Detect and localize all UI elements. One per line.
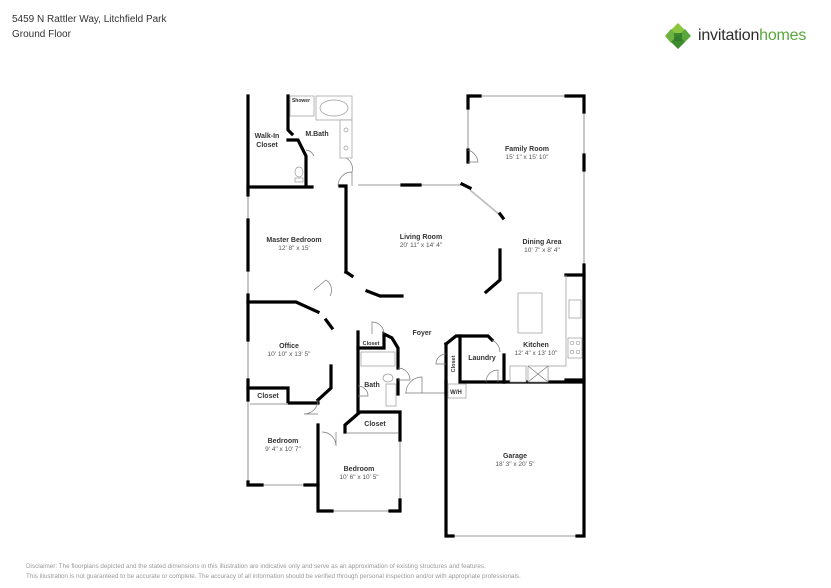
label-family-room: Family Room (505, 146, 549, 153)
label-walk-in-closet-1: Walk-In (255, 133, 280, 140)
label-foyer: Foyer (412, 330, 431, 337)
dims-bedroom1: 9' 4" x 10' 7" (265, 446, 301, 453)
room-labels: Family Room 15' 1" x 15' 10" Living Room… (255, 98, 562, 481)
disclaimer-line-2: This illustration is not guaranteed to b… (26, 573, 521, 580)
floor-name: Ground Floor (12, 29, 71, 40)
label-master-bedroom: Master Bedroom (266, 237, 321, 244)
walls (246, 94, 586, 538)
label-living-room: Living Room (400, 234, 442, 241)
label-closet-bed1: Closet (257, 393, 279, 400)
dims-bedroom2: 10' 6" x 10' 5" (339, 474, 379, 481)
label-bath: Bath (364, 382, 380, 389)
label-walk-in-closet-2: Closet (256, 142, 278, 149)
brand-name-part1: invitation (698, 27, 760, 44)
label-kitchen: Kitchen (523, 342, 549, 349)
disclaimer-line-1: Disclaimer: The floorplans depicted and … (26, 563, 486, 570)
label-bedroom2: Bedroom (344, 466, 375, 473)
label-office: Office (279, 343, 299, 350)
dims-office: 10' 10" x 13' 5" (268, 351, 312, 358)
label-closet-bed2: Closet (364, 421, 386, 428)
label-water-heater: W/H (450, 390, 462, 396)
label-closet-laundry: Closet (451, 355, 457, 372)
brand-logo: invitationhomes (664, 22, 806, 50)
dims-garage: 18' 3" x 20' 5" (495, 461, 535, 468)
label-master-bath: M.Bath (305, 131, 328, 138)
fixtures (250, 95, 583, 434)
logo-mark-icon (665, 23, 691, 49)
disclaimer: Disclaimer: The floorplans depicted and … (26, 562, 521, 582)
dims-dining-area: 10' 7" x 8' 4" (524, 247, 560, 254)
dims-kitchen: 12' 4" x 13' 10" (515, 350, 559, 357)
label-shower: Shower (292, 98, 310, 104)
brand-name: invitationhomes (698, 27, 806, 45)
dims-living-room: 20' 11" x 14' 4" (400, 242, 443, 249)
label-dining-area: Dining Area (522, 239, 561, 246)
brand-name-part2: homes (759, 27, 807, 44)
property-address: 5459 N Rattler Way, Litchfield Park (12, 14, 167, 25)
label-closet-foyer: Closet (363, 341, 380, 347)
dims-family-room: 15' 1" x 15' 10" (506, 154, 550, 161)
label-garage: Garage (503, 453, 527, 460)
address-header: 5459 N Rattler Way, Litchfield Park Grou… (12, 12, 167, 42)
dims-master-bedroom: 12' 8" x 15' (278, 245, 310, 252)
label-laundry: Laundry (468, 355, 496, 362)
windows (247, 95, 585, 537)
doors (303, 149, 501, 447)
label-bedroom1: Bedroom (268, 438, 299, 445)
